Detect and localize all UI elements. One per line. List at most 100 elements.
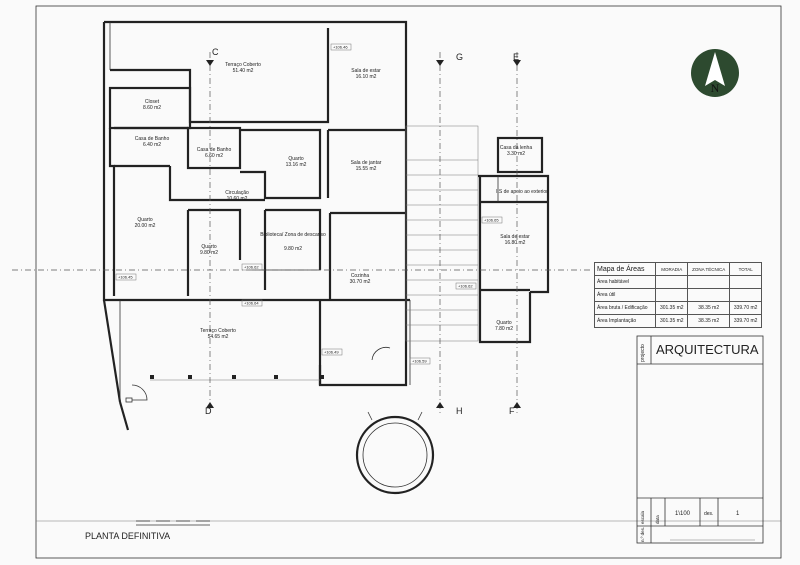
cell: 38.35 m2	[687, 301, 731, 315]
room-area: 20.00 m2	[135, 223, 156, 229]
cell	[687, 275, 731, 289]
north-arrow-icon	[705, 52, 725, 86]
room-name: Casa de Banho	[197, 147, 232, 153]
terrace-columns	[150, 375, 324, 379]
level-mark: +106.62	[458, 284, 473, 289]
cell	[729, 288, 762, 302]
escala-label: escala	[640, 510, 645, 524]
discipline-title: ARQUITECTURA	[656, 342, 759, 357]
room-area: 8.60 m2	[143, 105, 161, 111]
scale-value: 1\100	[675, 511, 691, 517]
room-area: 9.80 m2	[200, 250, 218, 256]
room-area: 6.60 m2	[205, 153, 223, 159]
room-area: 15.55 m2	[356, 166, 377, 172]
cell	[655, 275, 689, 289]
section-mark-f: F	[509, 406, 515, 416]
cell	[655, 288, 689, 302]
cell	[729, 275, 762, 289]
des-label: des.	[704, 511, 713, 517]
room-name: I.S de apoio ao exterior	[496, 189, 548, 195]
room-area: 16.10 m2	[356, 74, 377, 80]
room-area: 51.40 m2	[233, 68, 254, 74]
room-area: 9.80 m2	[284, 246, 302, 252]
room-name: Biblioteca/ Zona de descanso	[260, 232, 326, 238]
room-name: Sala de estar	[351, 68, 381, 74]
room-name: Quarto	[496, 320, 512, 326]
north-arrow: N	[691, 49, 739, 97]
column-header: MORADIA	[655, 262, 689, 276]
table-row: Área útil	[593, 288, 762, 302]
room-area: 54.65 m2	[208, 334, 229, 340]
level-mark: +106.45	[118, 275, 133, 280]
room-area: 16.80 m2	[505, 240, 526, 246]
round-pool	[355, 411, 435, 495]
room-name: Circulação	[225, 190, 249, 196]
level-mark: +106.49	[324, 350, 339, 355]
section-mark-h: H	[456, 406, 463, 416]
room-area: 7.80 m2	[495, 326, 513, 332]
table-row: Área habitável	[593, 275, 762, 289]
drawing-title: PLANTA DEFINITIVA	[85, 531, 171, 541]
annex-walls	[478, 136, 550, 344]
pergola	[405, 125, 479, 342]
table-row: Área bruta / Edificação 301.35 m2 38.35 …	[593, 301, 762, 315]
column-header: ZONA TÉCNICA	[687, 262, 731, 276]
room-name: Terraço Coberto	[225, 62, 261, 68]
north-letter: N	[711, 81, 720, 95]
room-name: Sala de estar	[500, 234, 530, 240]
section-mark-c: C	[212, 47, 219, 57]
row-label: Área bruta / Edificação	[593, 301, 657, 315]
cell: 38.35 m2	[687, 314, 731, 328]
room-area: 10.60 m2	[227, 196, 248, 202]
room-name: Quarto	[288, 156, 304, 162]
room-name: Quarto	[137, 217, 153, 223]
title-decoration	[136, 520, 210, 526]
section-lines: C G E D H F	[12, 47, 590, 416]
room-area: 30.70 m2	[350, 279, 371, 285]
cell: 339.70 m2	[729, 314, 762, 328]
column-header: TOTAL	[729, 262, 762, 276]
room-name: Casa da lenha	[500, 145, 532, 151]
row-label: Área útil	[593, 288, 657, 302]
area-table: Mapa de Áreas MORADIA ZONA TÉCNICA TOTAL…	[593, 262, 762, 328]
room-name: Closet	[145, 99, 160, 105]
section-mark-e: E	[513, 52, 519, 62]
main-house-walls	[102, 20, 410, 302]
room-area: 6.40 m2	[143, 142, 161, 148]
n-des-label: n.º des.	[640, 527, 645, 542]
section-mark-g: G	[456, 52, 463, 62]
room-name: Terraço Coberto	[200, 328, 236, 334]
cell: 301.35 m2	[655, 314, 689, 328]
room-name: Sala de jantar	[351, 160, 382, 166]
level-mark: +106.46	[333, 45, 348, 50]
table-row: Área Implantação 301.35 m2 38.35 m2 339.…	[593, 314, 762, 328]
level-mark: +106.65	[484, 218, 499, 223]
section-mark-d: D	[205, 406, 212, 416]
cell	[687, 288, 731, 302]
level-mark: +106.62	[244, 265, 259, 270]
sheet-frame	[35, 5, 782, 559]
row-label: Área habitável	[593, 275, 657, 289]
room-area: 3.30 m2	[507, 151, 525, 157]
level-mark: +106.59	[412, 359, 427, 364]
des-number: 1	[736, 511, 740, 517]
lower-terrace	[102, 299, 411, 431]
